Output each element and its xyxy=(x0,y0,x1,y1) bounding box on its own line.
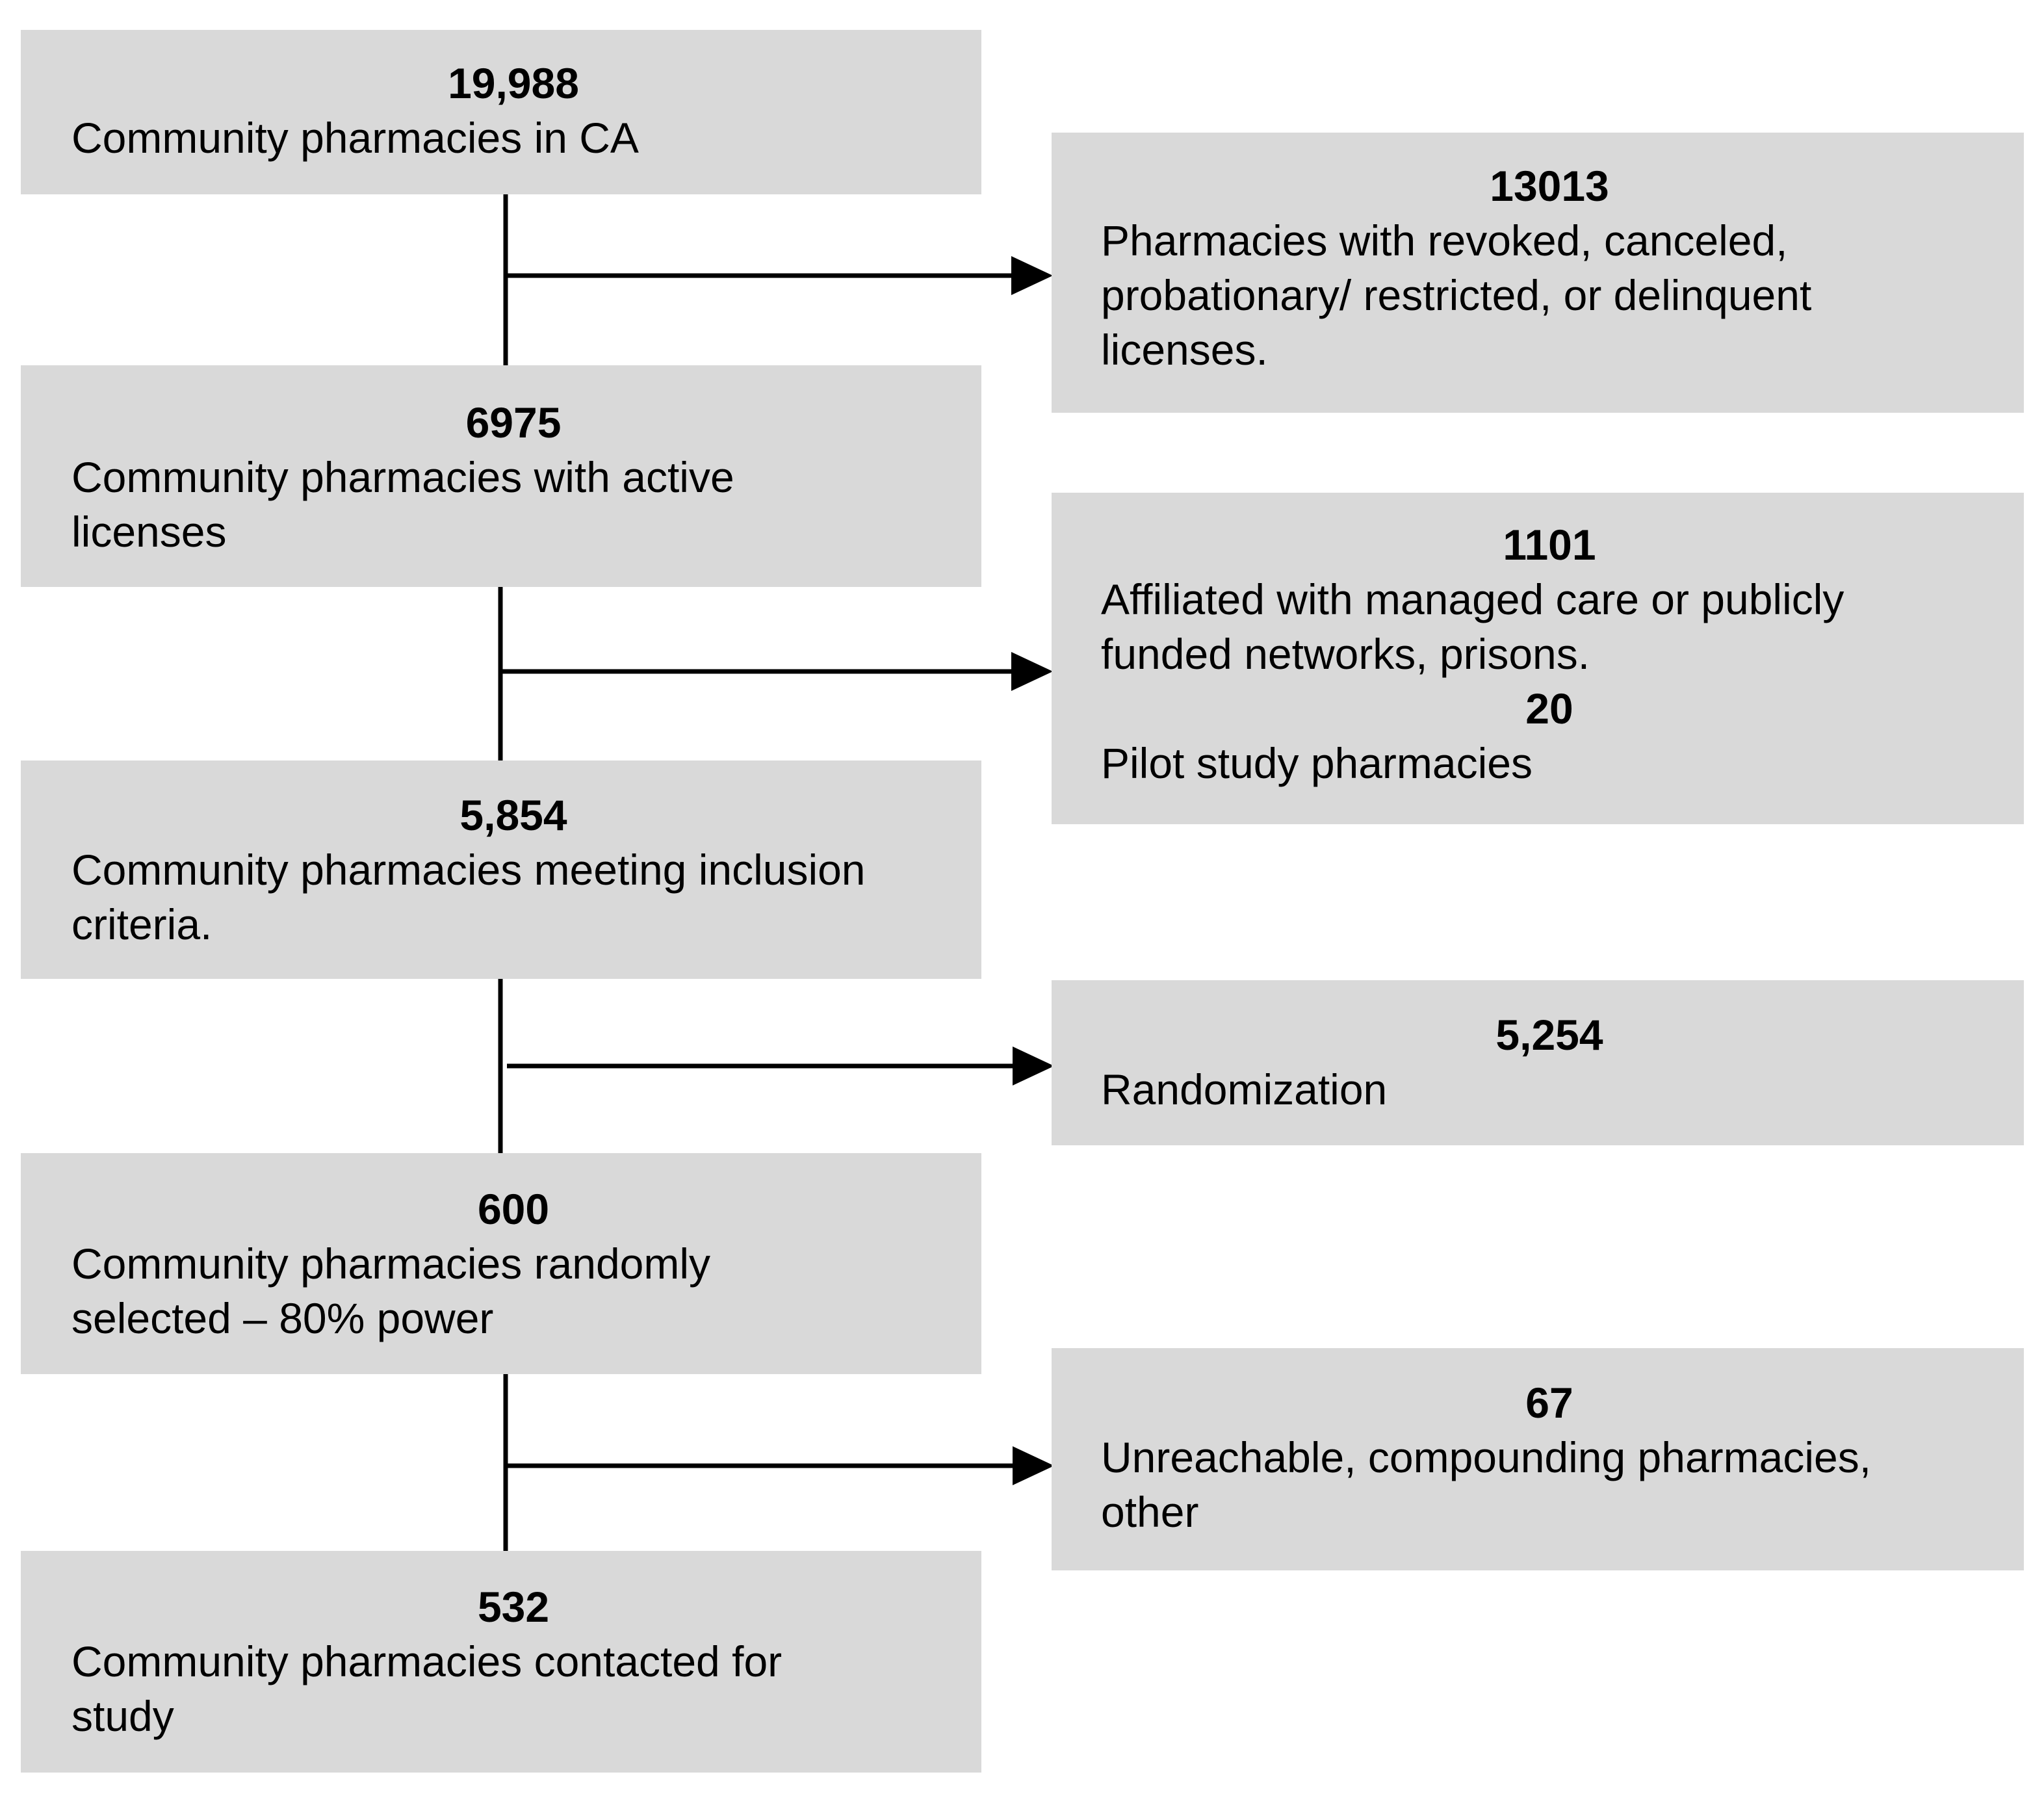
box-count: 600 xyxy=(477,1185,550,1233)
box-count: 6975 xyxy=(465,398,562,447)
box-label: Community pharmacies contacted for study xyxy=(71,1637,783,1740)
box-count: 532 xyxy=(477,1583,550,1631)
arrowhead-1 xyxy=(1011,256,1053,295)
flow-box-active-licenses: 6975 Community pharmacies with active li… xyxy=(21,365,981,587)
exclusion-count: 1101 xyxy=(1503,521,1596,569)
arrowhead-2 xyxy=(1011,652,1053,691)
exclusion-label: Pharmacies with revoked, canceled, proba… xyxy=(1101,216,1812,374)
box-label: Community pharmacies with active license… xyxy=(71,453,734,556)
flow-box-contacted: 532 Community pharmacies contacted for s… xyxy=(21,1551,981,1773)
flow-box-randomly-selected: 600 Community pharmacies randomly select… xyxy=(21,1153,981,1374)
exclusion-label: Randomization xyxy=(1101,1065,1388,1113)
exclusion-label: Unreachable, compounding pharmacies, oth… xyxy=(1101,1433,1872,1536)
exclusion-count: 13013 xyxy=(1490,162,1609,210)
exclusion-count-pilot: 20 xyxy=(1525,684,1573,733)
box-count: 19,988 xyxy=(448,59,579,107)
exclusion-box-affiliation: 1101 Affiliated with managed care or pub… xyxy=(1052,493,2024,824)
exclusion-box-license-status: 13013 Pharmacies with revoked, canceled,… xyxy=(1052,133,2024,413)
arrowhead-3 xyxy=(1013,1046,1054,1086)
exclusion-box-unreachable: 67 Unreachable, compounding pharmacies, … xyxy=(1052,1348,2024,1570)
exclusion-count: 67 xyxy=(1525,1379,1573,1427)
box-label: Community pharmacies in CA xyxy=(71,114,639,162)
exclusion-label: Affiliated with managed care or publicly… xyxy=(1101,575,1844,678)
arrowhead-4 xyxy=(1013,1446,1054,1485)
flow-box-inclusion-criteria: 5,854 Community pharmacies meeting inclu… xyxy=(21,760,981,979)
exclusion-box-randomization: 5,254 Randomization xyxy=(1052,980,2024,1145)
box-label: Community pharmacies randomly selected –… xyxy=(71,1240,711,1342)
flow-box-all-pharmacies: 19,988 Community pharmacies in CA xyxy=(21,30,981,194)
exclusion-label-pilot: Pilot study pharmacies xyxy=(1101,739,1533,787)
box-count: 5,854 xyxy=(459,791,567,839)
box-label: Community pharmacies meeting inclusion c… xyxy=(71,846,866,948)
exclusion-count: 5,254 xyxy=(1495,1011,1603,1059)
